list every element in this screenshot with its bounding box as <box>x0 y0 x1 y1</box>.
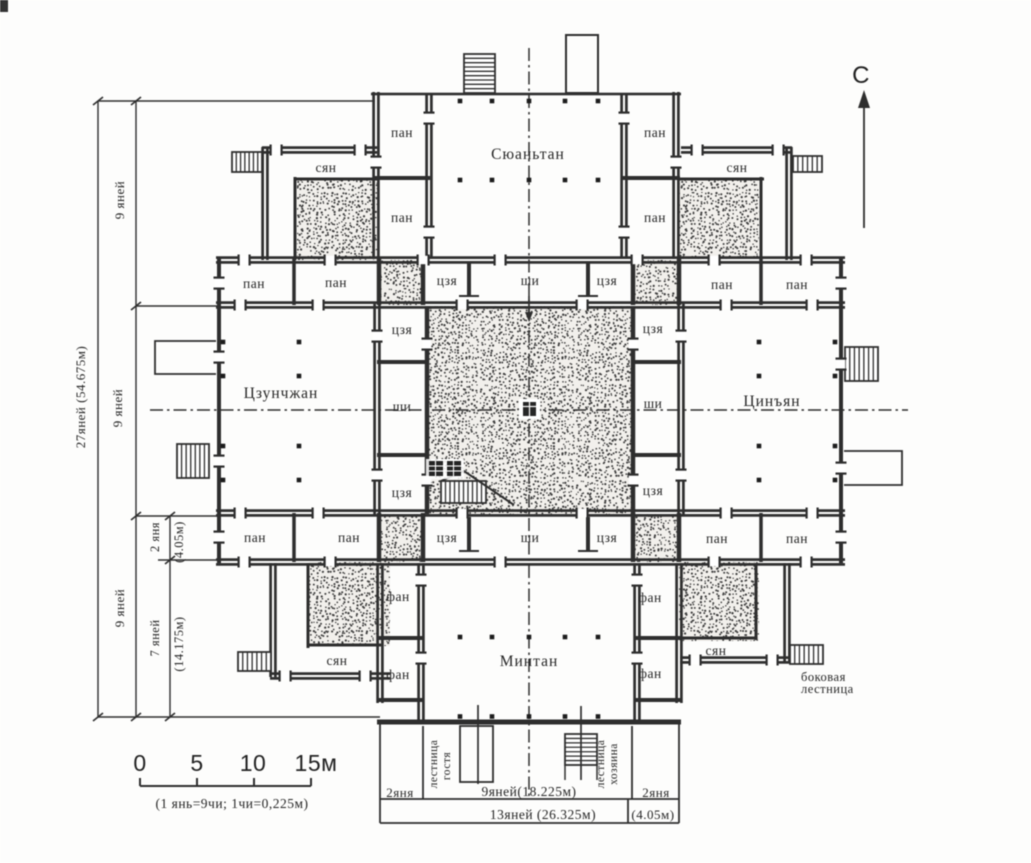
svg-text:пан: пан <box>244 530 266 545</box>
svg-text:Минтан: Минтан <box>500 653 559 670</box>
svg-text:2 яня: 2 яня <box>148 522 162 552</box>
svg-text:Сюаньтан: Сюаньтан <box>491 146 565 163</box>
svg-text:гостя: гостя <box>441 752 453 780</box>
svg-text:(14.175м): (14.175м) <box>172 616 186 671</box>
svg-text:сян: сян <box>327 653 348 668</box>
svg-text:ши: ши <box>393 399 412 414</box>
svg-text:ши: ши <box>644 396 663 411</box>
svg-text:лестница: лестница <box>801 682 854 696</box>
svg-text:цзя: цзя <box>392 485 412 500</box>
svg-text:цзя: цзя <box>643 483 663 498</box>
svg-text:9 яней: 9 яней <box>110 389 125 427</box>
svg-text:5: 5 <box>190 750 203 776</box>
svg-text:сян: сян <box>706 643 727 658</box>
svg-text:Цинъян: Цинъян <box>743 393 800 410</box>
svg-text:лестница: лестница <box>428 740 440 789</box>
svg-text:пан: пан <box>786 531 808 546</box>
svg-text:цзя: цзя <box>437 530 457 545</box>
svg-text:10: 10 <box>240 750 267 776</box>
svg-text:пан: пан <box>644 210 666 225</box>
svg-text:пан: пан <box>711 277 733 292</box>
svg-text:фан: фан <box>386 589 409 604</box>
svg-text:фан: фан <box>386 667 409 682</box>
svg-text:цзя: цзя <box>597 530 617 545</box>
svg-text:пан: пан <box>786 277 808 292</box>
svg-text:(4.05м): (4.05м) <box>172 521 186 563</box>
svg-text:сян: сян <box>727 160 748 175</box>
svg-text:15м: 15м <box>295 750 338 776</box>
svg-text:ши: ши <box>521 273 540 288</box>
svg-text:пан: пан <box>644 125 666 140</box>
svg-text:сян: сян <box>316 160 337 175</box>
svg-text:9яней(18.225м): 9яней(18.225м) <box>481 784 576 799</box>
svg-text:цзя: цзя <box>597 273 617 288</box>
svg-text:С: С <box>852 62 870 89</box>
svg-text:хозяина: хозяина <box>608 743 620 785</box>
svg-text:(4.05м): (4.05м) <box>631 807 674 822</box>
svg-text:цзя: цзя <box>437 273 457 288</box>
svg-text:0: 0 <box>133 750 146 776</box>
svg-text:9 яней: 9 яней <box>112 181 127 219</box>
svg-text:(1 янь=9чи; 1чи=0,225м): (1 янь=9чи; 1чи=0,225м) <box>155 796 308 811</box>
svg-text:2яня: 2яня <box>386 785 413 800</box>
svg-text:9 яней: 9 яней <box>112 589 127 627</box>
svg-text:цзя: цзя <box>392 322 412 337</box>
svg-text:фан: фан <box>638 666 661 681</box>
svg-text:пан: пан <box>338 530 360 545</box>
svg-text:Цзунчжан: Цзунчжан <box>244 385 319 402</box>
svg-text:пан: пан <box>325 275 347 290</box>
svg-text:лестница: лестница <box>595 740 607 789</box>
svg-text:цзя: цзя <box>643 321 663 336</box>
svg-text:пан: пан <box>243 276 265 291</box>
svg-text:пан: пан <box>391 210 413 225</box>
svg-text:27яней (54.675м): 27яней (54.675м) <box>73 346 88 449</box>
svg-text:ши: ши <box>521 530 540 545</box>
svg-text:пан: пан <box>706 531 728 546</box>
svg-text:боковая: боковая <box>801 670 846 684</box>
svg-text:13яней (26.325м): 13яней (26.325м) <box>490 807 596 822</box>
svg-text:7 яней: 7 яней <box>148 619 162 656</box>
svg-text:фан: фан <box>638 590 661 605</box>
svg-text:2яня: 2яня <box>642 785 669 800</box>
svg-text:пан: пан <box>391 125 413 140</box>
